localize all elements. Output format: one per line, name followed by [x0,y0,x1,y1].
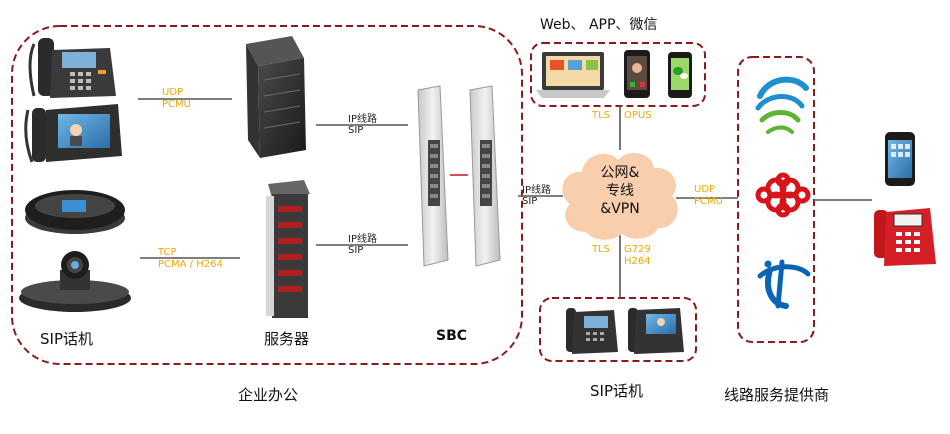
enterprise-title: 企业办公 [238,386,299,404]
laptop-icon [536,52,610,98]
link-label-tls-top: TLS [592,110,611,121]
link-codec-pcmu: PCMU [694,196,723,207]
conference-phone-icon [25,190,125,234]
link-sip: SIP [522,196,538,207]
conference-camera-icon [19,251,131,312]
cloud-label: 公网& 专线 &VPN [582,164,658,218]
link-label-cloud-carrier: UDP PCMU [694,184,723,208]
enterprise-sip-phone-label: SIP话机 [40,330,93,348]
china-unicom-logo [755,172,811,218]
tower-server-icon [266,180,310,318]
link-codec-pcmu: PCMU [162,99,191,110]
video-phone-icon [24,104,122,163]
server-label: 服务器 [264,330,310,348]
remote-sip-phone-label: SIP话机 [590,382,643,400]
link-label-tls-bottom: TLS [592,244,611,255]
link-label-server-sbc-1: IP线路 SIP [348,114,377,136]
link-sip: SIP [348,125,364,136]
cloud-line-public: 公网& [600,165,640,181]
link-label-phone-server-1: UDP PCMU [162,87,191,111]
cloud-line-dedicated: 专线 [606,183,634,199]
mobile-phone-icon [885,132,915,186]
link-label-server-sbc-2: IP线路 SIP [348,234,377,256]
rack-server-icon [246,36,306,158]
link-codec-h264: H264 [624,256,651,267]
link-codec-g729: G729 [624,244,651,255]
link-sip: SIP [348,245,364,256]
link-ip-line: IP线路 [348,234,377,245]
remote-phones-group-box [539,297,697,362]
sbc-label: SBC [436,328,468,344]
clients-title: Web、 APP、微信 [540,17,658,33]
cloud-line-vpn: &VPN [600,201,640,217]
connection-lines [138,98,872,298]
remote-video-phone-icon [628,308,684,354]
link-ip-line: IP线路 [348,114,377,125]
desk-phone-icon [28,38,116,98]
wechat-icon [668,52,692,98]
enterprise-group-box [11,25,523,365]
link-label-sbc-cloud: IP线路 SIP [522,185,551,207]
red-desk-phone-icon [874,208,936,266]
link-proto-tcp: TCP [158,247,177,258]
sbc-appliance-icon [417,85,501,267]
link-label-phone-server-2: TCP PCMA / H264 [158,247,223,271]
clients-group-box [530,42,706,107]
link-label-g729-h264: G729 H264 [624,244,651,268]
china-mobile-logo [755,76,809,134]
link-label-opus: OPUS [624,110,652,121]
smartphone-icon [624,50,650,98]
link-ip-line: IP线路 [522,185,551,196]
internet-cloud-icon [562,153,678,240]
link-codec-pcma-h264: PCMA / H264 [158,259,223,270]
remote-desk-phone-icon [566,308,618,354]
link-proto-udp: UDP [162,87,184,98]
china-telecom-logo [757,259,811,309]
link-proto-udp: UDP [694,184,716,195]
carriers-title: 线路服务提供商 [724,386,830,404]
